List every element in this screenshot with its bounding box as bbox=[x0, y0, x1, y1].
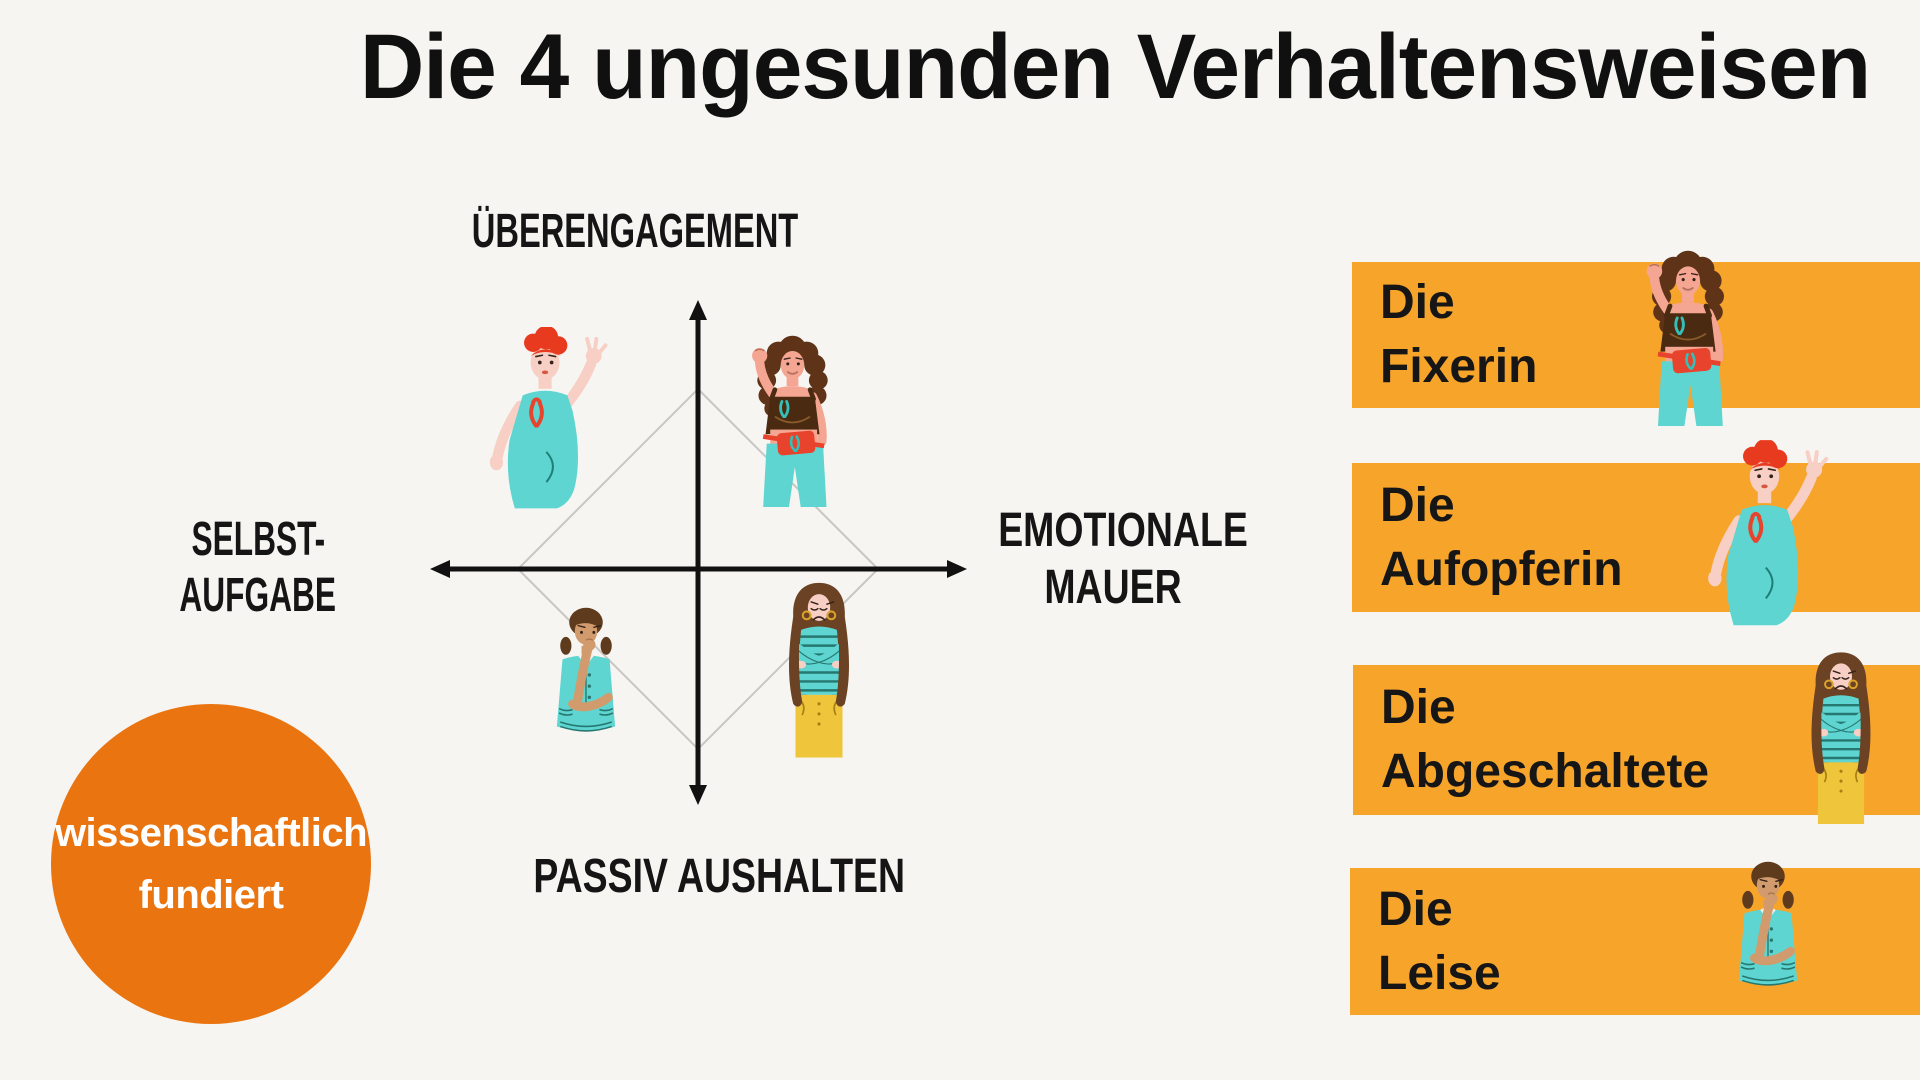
leise-illustration bbox=[530, 598, 642, 772]
aufopferin-illustration bbox=[1688, 440, 1849, 628]
fixerin-illustration bbox=[1622, 246, 1754, 426]
axis-label-bottom: PASSIV AUSHALTEN bbox=[533, 850, 905, 903]
fixerin-illustration bbox=[728, 331, 857, 507]
badge-line-1: wissenschaftlich bbox=[54, 811, 368, 855]
badge-line-2: fundiert bbox=[138, 873, 284, 917]
arrow-right-icon bbox=[947, 560, 967, 578]
list-item-leise: Die Leise bbox=[1350, 868, 1920, 1015]
axis-label-top: ÜBERENGAGEMENT bbox=[471, 205, 799, 258]
abgeschaltete-illustration bbox=[1786, 648, 1896, 824]
quadrant-diagram bbox=[430, 300, 967, 805]
aufopferin-illustration bbox=[470, 327, 628, 511]
arrow-left-icon bbox=[430, 560, 450, 578]
list-item-fixerin: Die Fixerin bbox=[1352, 262, 1920, 408]
list-item-label: Die Abgeschaltete bbox=[1381, 681, 1710, 798]
axis-label-left: SELBST- AUFGABE bbox=[179, 513, 337, 622]
list-item-aufopferin: Die Aufopferin bbox=[1352, 463, 1920, 612]
page-title: Die 4 ungesunden Verhaltensweisen bbox=[359, 16, 1871, 118]
science-badge: wissenschaftlich fundiert bbox=[51, 704, 371, 1024]
axis-label-right: EMOTIONALE MAUER bbox=[998, 504, 1248, 614]
list-item-label: Die Leise bbox=[1378, 882, 1501, 1000]
list-item-label: Die Aufopferin bbox=[1380, 478, 1623, 596]
abgeschaltete-illustration bbox=[763, 573, 875, 763]
list-item-label: Die Fixerin bbox=[1380, 276, 1538, 393]
arrow-down-icon bbox=[689, 785, 707, 805]
arrow-up-icon bbox=[689, 300, 707, 320]
leise-illustration bbox=[1712, 855, 1824, 1023]
